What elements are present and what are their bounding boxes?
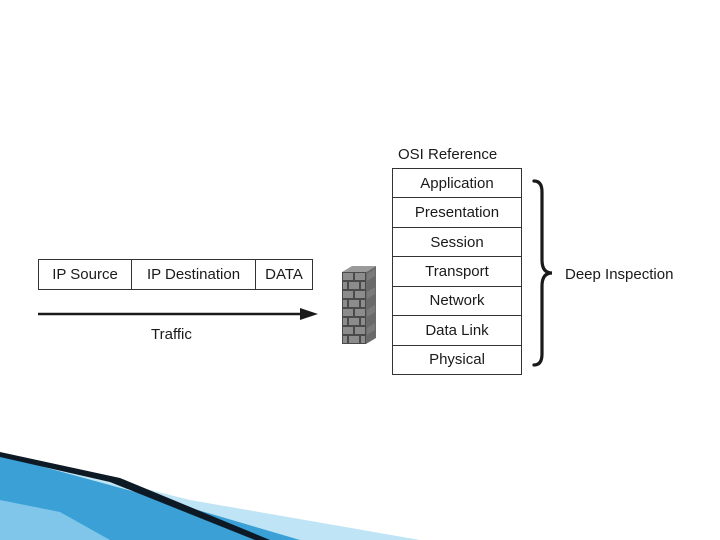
swoosh-mid-band xyxy=(0,500,110,540)
osi-layer-network: Network xyxy=(393,285,521,315)
traffic-arrow-icon xyxy=(38,308,318,320)
right-curly-brace-icon xyxy=(532,179,553,367)
packet-field-ip-source: IP Source xyxy=(52,266,118,283)
packet-header: IP Source IP Destination DATA xyxy=(38,259,313,290)
osi-layer-transport: Transport xyxy=(393,256,521,285)
osi-layer-physical: Physical xyxy=(393,344,521,374)
firewall-icon xyxy=(342,266,376,344)
osi-layer-presentation: Presentation xyxy=(393,197,521,226)
osi-title: OSI Reference xyxy=(398,146,498,163)
firewall-top xyxy=(342,266,376,272)
osi-stack: Application Presentation Session Transpo… xyxy=(392,168,522,375)
osi-layer-data-link: Data Link xyxy=(393,315,521,344)
traffic-label: Traffic xyxy=(151,326,192,343)
traffic-arrow-head xyxy=(300,308,318,320)
osi-layer-application: Application xyxy=(420,174,494,192)
packet-field-data: DATA xyxy=(255,260,312,289)
swoosh-dark-stroke xyxy=(0,452,270,540)
deep-inspection-label: Deep Inspection xyxy=(565,266,674,283)
brace-path xyxy=(532,179,553,367)
osi-layer-session: Session xyxy=(393,226,521,256)
packet-field-ip-destination: IP Destination xyxy=(131,260,255,289)
